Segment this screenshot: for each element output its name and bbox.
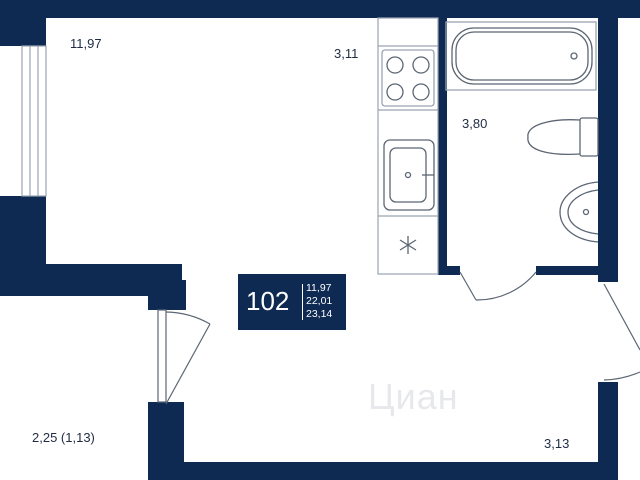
kitchen-counter — [377, 17, 439, 275]
balcony-door-leaf — [603, 283, 640, 351]
toilet-icon — [527, 117, 599, 157]
apartment-number: 102 — [246, 286, 290, 316]
bottom-wall — [148, 462, 618, 480]
bathtub-icon — [445, 21, 597, 91]
snowflake-icon — [399, 236, 417, 254]
room-area-living: 11,97 — [70, 36, 102, 51]
room-area-loggia: 2,25 (1,13) — [32, 430, 95, 445]
bathroom-door-leaf — [459, 271, 477, 301]
apartment-badge: 102 11,97 22,01 23,14 — [238, 274, 346, 330]
badge-divider — [302, 284, 303, 320]
right-wall-bottom — [598, 382, 618, 480]
room-area-kitchen: 3,11 — [334, 46, 359, 61]
watermark: Циан — [368, 376, 459, 417]
apartment-areas: 11,97 22,01 23,14 — [306, 282, 332, 321]
area-value-total-living: 22,01 — [306, 295, 333, 307]
area-value-total: 23,14 — [306, 308, 333, 320]
right-wall-top — [598, 0, 618, 282]
entry-door-leaf — [165, 323, 211, 405]
room-area-hallway: 3,13 — [544, 436, 570, 451]
window — [21, 45, 47, 197]
room-area-bathroom: 3,80 — [462, 116, 488, 131]
area-value-living: 11,97 — [306, 282, 332, 294]
door-pillar-top — [148, 280, 186, 310]
doors — [157, 271, 640, 405]
right-outer-strip — [612, 0, 640, 18]
top-wall — [0, 0, 612, 18]
bathroom-left-wall — [438, 14, 447, 274]
bathroom-bottom-wall-left — [438, 266, 460, 275]
washbasin-icon — [559, 181, 599, 243]
sink-icon — [383, 139, 435, 211]
bathroom-bottom-wall-right — [536, 266, 602, 275]
top-left-corner-wall — [0, 0, 46, 46]
stove-icon — [381, 49, 435, 107]
